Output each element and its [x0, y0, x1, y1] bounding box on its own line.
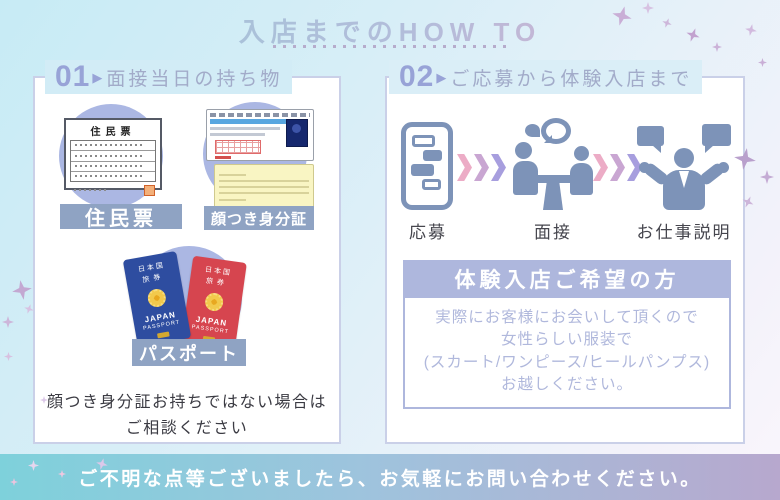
sparkle-icon	[760, 170, 774, 184]
triangle-marker-icon: ▶	[436, 70, 447, 85]
section02-header: 02 ▶ ご応募から体験入店まで	[389, 60, 703, 94]
sparkle-icon	[58, 470, 66, 478]
chrysanthemum-icon	[146, 287, 168, 309]
presenter-speech-icon	[637, 124, 731, 210]
section01-number: 01	[55, 60, 91, 93]
stamp-icon	[144, 185, 155, 196]
sparkle-icon	[712, 42, 722, 52]
resident-card-title: 住民票	[90, 127, 136, 138]
triangle-marker-icon: ▶	[92, 70, 103, 85]
insurance-card-icon	[214, 164, 314, 212]
id-note: 顔つき身分証お持ちではない場合は ご相談ください	[46, 394, 327, 437]
page-title: 入店までのHOW TO	[0, 12, 780, 49]
item-label-photo-id: 顔つき身分証	[204, 206, 314, 230]
title-dotted-divider	[273, 45, 507, 48]
trial-entry-text: 実際にお客様にお会いして頂くので 女性らしい服装で (スカート/ワンピース/ヒー…	[403, 298, 731, 409]
item-label-juminhyo: 住民票	[60, 204, 182, 230]
sparkle-icon	[28, 460, 39, 471]
photo-id-icon	[206, 109, 314, 161]
section02-heading: ご応募から体験入店まで	[450, 68, 693, 90]
sparkle-icon	[2, 316, 14, 328]
sparkle-icon	[40, 396, 48, 404]
resident-card-table	[70, 140, 156, 182]
step-label-explanation: お仕事説明	[636, 223, 732, 242]
id-photo	[286, 119, 308, 147]
section02-number: 02	[399, 60, 435, 93]
interview-icon	[513, 118, 593, 210]
tie-icon	[679, 171, 689, 188]
footer-contact-bar: ご不明な点等ございましたら、お気軽にお問い合わせください。	[0, 454, 780, 500]
sparkle-icon	[758, 58, 767, 67]
flow-arrow-icon	[457, 154, 506, 181]
trial-entry-box: 体験入店ご希望の方 実際にお客様にお会いして頂くので 女性らしい服装で (スカー…	[403, 260, 731, 409]
step-label-apply: 応募	[409, 223, 447, 242]
smartphone-chat-icon	[401, 122, 453, 210]
sparkle-icon	[10, 278, 33, 301]
section-flow-panel: 02 ▶ ご応募から体験入店まで	[385, 60, 745, 444]
flow-arrow-icon	[593, 154, 642, 181]
item-label-passport: パスポート	[132, 339, 246, 366]
trial-entry-heading: 体験入店ご希望の方	[403, 260, 731, 298]
section01-header: 01 ▶ 面接当日の持ち物	[45, 60, 293, 94]
sparkle-icon	[4, 352, 13, 361]
section01-heading: 面接当日の持ち物	[106, 68, 283, 90]
resident-card-icon: 住民票	[64, 118, 162, 196]
passport-red-icon: 日本国 旅券 JAPAN PASSPORT	[181, 255, 247, 351]
chrysanthemum-icon	[203, 291, 225, 313]
section-items-panel: 01 ▶ 面接当日の持ち物 住民票 住民票	[33, 60, 341, 444]
sparkle-icon	[10, 478, 18, 486]
step-label-interview: 面接	[534, 223, 572, 242]
